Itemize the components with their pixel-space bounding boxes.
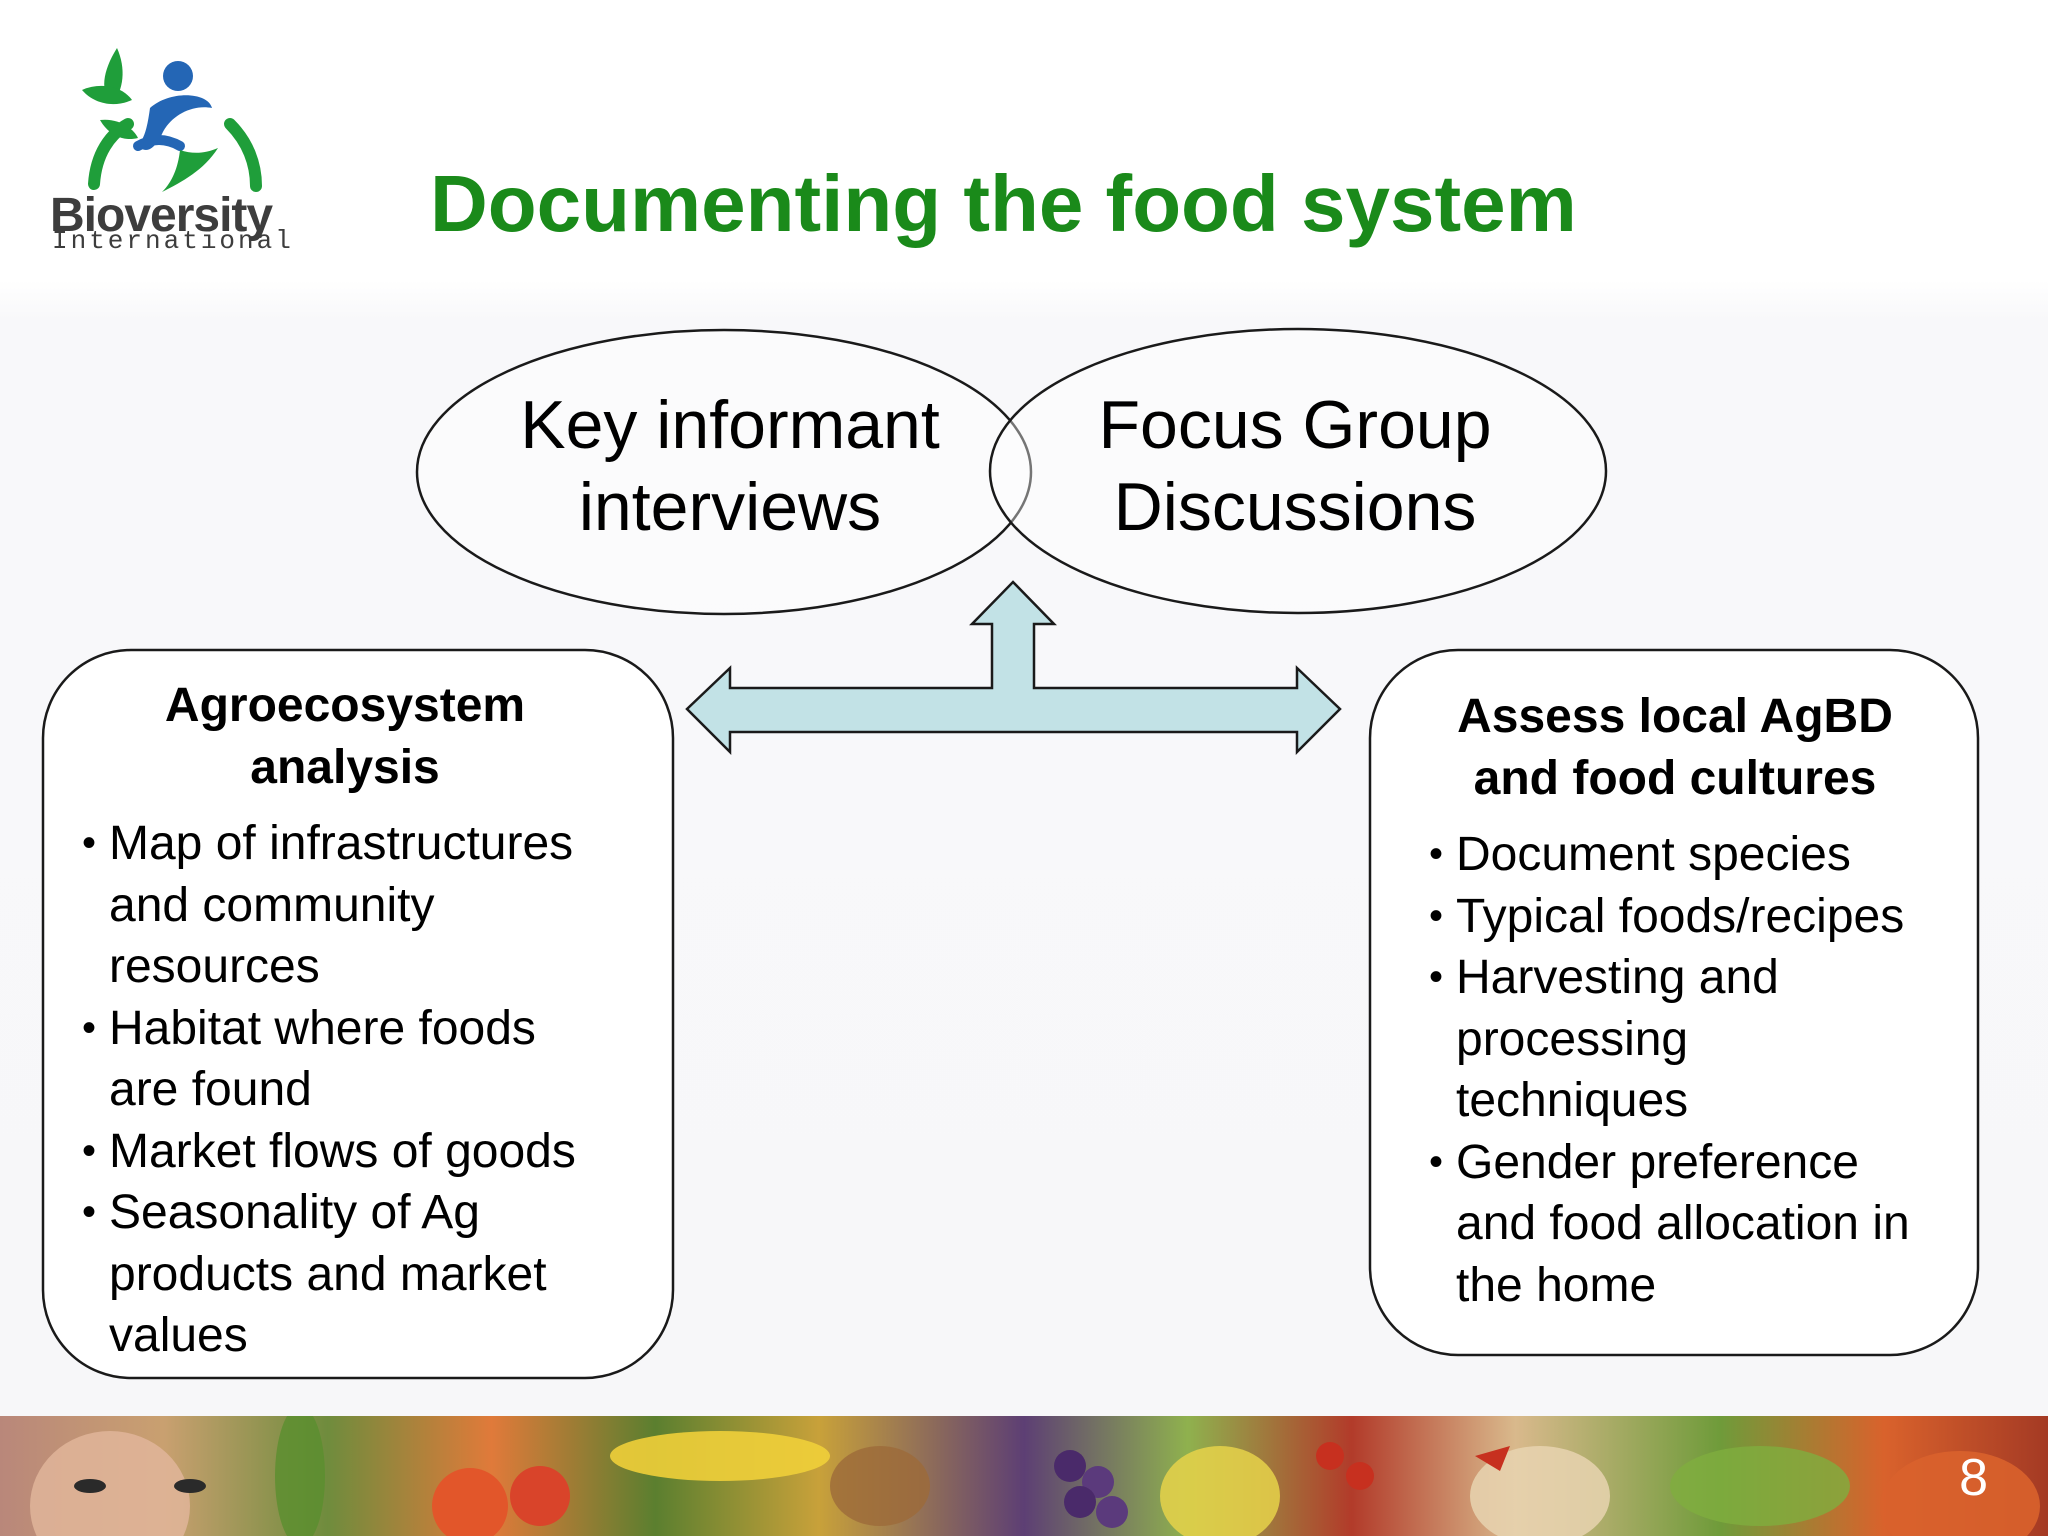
focus-group-line: Discussions	[1113, 469, 1477, 545]
agroecosystem-list: Map of infrastructures and community res…	[82, 813, 662, 1367]
list-item: Harvesting and processing techniques	[1429, 947, 1969, 1132]
logo-subtext: International	[52, 226, 294, 256]
bioversity-logo: Bioversity International	[42, 42, 302, 272]
ellipse-key-informant	[415, 328, 1033, 616]
list-item-line: values	[109, 1309, 248, 1362]
list-item-line: Document species	[1456, 828, 1851, 881]
assess-agbd-title-line: and food cultures	[1473, 752, 1877, 805]
list-item-line: Seasonality of Ag	[109, 1186, 480, 1239]
page-number: 8	[1959, 1449, 1988, 1507]
focus-group-line: Focus Group	[1098, 387, 1492, 463]
list-item-line: resources	[109, 940, 320, 993]
assess-agbd-list: Document species Typical foods/recipes H…	[1429, 824, 1969, 1316]
list-item-line: products and market	[109, 1247, 547, 1301]
list-item-line: processing	[1456, 1012, 1689, 1066]
list-item-line: Gender preference	[1456, 1135, 1859, 1189]
list-item: Gender preference and food allocation in…	[1429, 1132, 1969, 1317]
list-item: Market flows of goods	[82, 1121, 662, 1183]
list-item-line: Typical foods/recipes	[1456, 889, 1905, 943]
list-item-line: Market flows of goods	[109, 1124, 576, 1178]
list-item-line: Harvesting and	[1456, 951, 1779, 1004]
list-item-line: techniques	[1456, 1074, 1689, 1127]
list-item: Seasonality of Ag products and market va…	[82, 1182, 662, 1367]
focus-group-label: Focus Group Discussions	[1045, 384, 1545, 548]
list-item: Habitat where foods are found	[82, 998, 662, 1121]
three-way-arrow	[685, 580, 1342, 756]
logo-wordmark: Bioversity	[50, 189, 273, 242]
list-item: Map of infrastructures and community res…	[82, 813, 662, 998]
list-item-line: and community	[109, 878, 435, 932]
list-item-line: the home	[1456, 1258, 1657, 1312]
agroecosystem-title-line: analysis	[250, 741, 440, 794]
footer-painting	[0, 1416, 2048, 1536]
agroecosystem-title: Agroecosystem analysis	[60, 675, 630, 799]
list-item: Document species	[1429, 824, 1969, 886]
page-title: Documenting the food system	[430, 159, 1577, 248]
logo-mark-icon	[82, 48, 262, 192]
key-informant-line: Key informant	[520, 387, 940, 463]
list-item: Typical foods/recipes	[1429, 886, 1969, 948]
key-informant-line: interviews	[578, 469, 882, 545]
agroecosystem-title-line: Agroecosystem	[164, 679, 526, 732]
footer-painting-image	[30, 1416, 2040, 1536]
list-item-line: and food allocation in	[1456, 1197, 1910, 1250]
assess-agbd-title: Assess local AgBD and food cultures	[1390, 686, 1960, 810]
list-item-line: are found	[109, 1063, 312, 1116]
assess-agbd-title-line: Assess local AgBD	[1457, 690, 1893, 743]
ellipse-focus-group	[988, 327, 1608, 615]
key-informant-label: Key informant interviews	[480, 384, 980, 548]
list-item-line: Map of infrastructures	[109, 817, 574, 870]
list-item-line: Habitat where foods	[109, 1001, 536, 1055]
